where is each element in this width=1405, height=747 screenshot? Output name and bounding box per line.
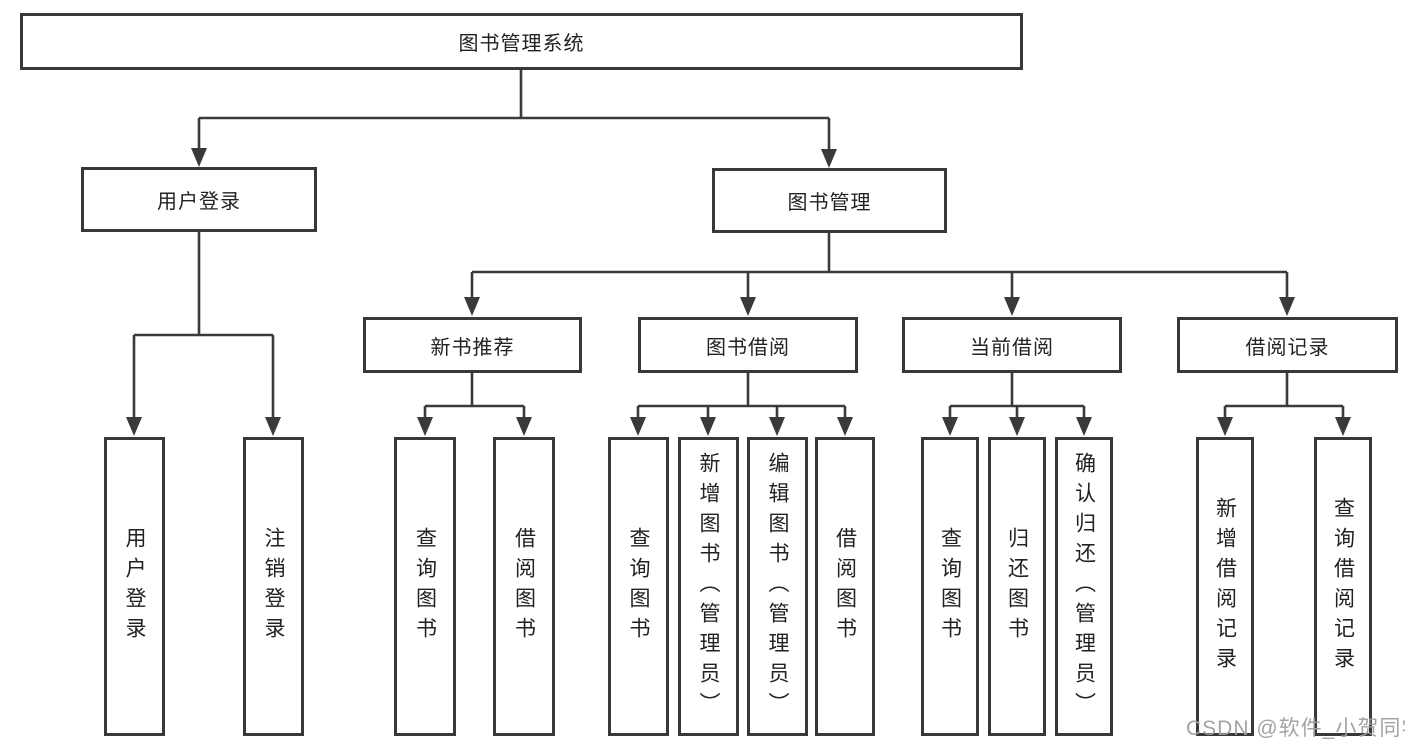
node-user-login-label: 用户登录: [157, 191, 241, 213]
node-book-borrow-label: 图书借阅: [706, 336, 790, 359]
leaf-confirm-return-admin: 确认归还（管理员）: [1055, 437, 1113, 736]
leaf-logout: 注销登录: [243, 437, 304, 736]
leaf-borrow-query-books-label: 查询图书: [627, 526, 650, 647]
leaf-recommend-borrow-books: 借阅图书: [493, 437, 555, 736]
leaf-add-books-admin: 新增图书（管理员）: [678, 437, 739, 736]
node-root-label: 图书管理系统: [458, 33, 585, 55]
node-borrow-records: 借阅记录: [1177, 317, 1398, 373]
node-book-borrow: 图书借阅: [638, 317, 858, 373]
leaf-current-query-books: 查询图书: [921, 437, 979, 736]
tree-connectors: [126, 70, 1351, 436]
node-new-book-recommend: 新书推荐: [363, 317, 582, 373]
leaf-user-login: 用户登录: [104, 437, 165, 736]
leaf-confirm-return-admin-label: 确认归还（管理员）: [1072, 451, 1096, 722]
leaf-query-borrow-record: 查询借阅记录: [1314, 437, 1372, 736]
node-root: 图书管理系统: [20, 13, 1023, 70]
leaf-edit-books-admin-label: 编辑图书（管理员）: [766, 451, 789, 722]
node-book-management: 图书管理: [712, 168, 947, 233]
leaf-logout-label: 注销登录: [262, 526, 285, 647]
leaf-return-books: 归还图书: [988, 437, 1046, 736]
leaf-recommend-borrow-books-label: 借阅图书: [512, 526, 536, 647]
leaf-recommend-query-books: 查询图书: [394, 437, 456, 736]
node-book-management-label: 图书管理: [787, 192, 872, 214]
leaf-edit-books-admin: 编辑图书（管理员）: [747, 437, 808, 736]
node-borrow-records-label: 借阅记录: [1245, 336, 1330, 359]
node-new-book-recommend-label: 新书推荐: [430, 336, 515, 359]
node-user-login: 用户登录: [81, 167, 317, 232]
leaf-return-books-label: 归还图书: [1005, 526, 1029, 647]
leaf-query-borrow-record-label: 查询借阅记录: [1331, 496, 1355, 677]
leaf-current-query-books-label: 查询图书: [938, 526, 962, 647]
leaf-add-borrow-record: 新增借阅记录: [1196, 437, 1254, 736]
node-current-borrow: 当前借阅: [902, 317, 1122, 373]
csdn-watermark: CSDN @软件_小贺同学: [1186, 717, 1405, 740]
leaf-borrow-query-books: 查询图书: [608, 437, 669, 736]
leaf-user-login-label: 用户登录: [123, 526, 146, 647]
leaf-borrow-books: 借阅图书: [815, 437, 875, 736]
leaf-add-borrow-record-label: 新增借阅记录: [1213, 496, 1237, 677]
leaf-recommend-query-books-label: 查询图书: [413, 526, 437, 647]
leaf-borrow-books-label: 借阅图书: [833, 526, 857, 647]
node-current-borrow-label: 当前借阅: [970, 336, 1054, 359]
leaf-add-books-admin-label: 新增图书（管理员）: [697, 451, 720, 722]
